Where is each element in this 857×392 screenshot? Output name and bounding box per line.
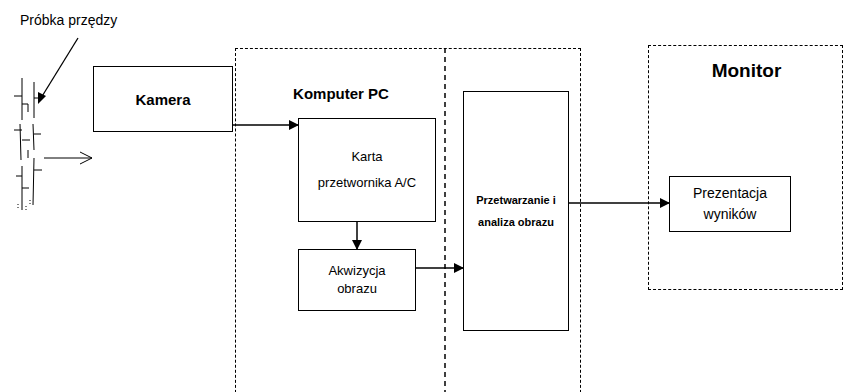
optical-arrow-head xyxy=(80,152,92,164)
node-label: Komputer PC xyxy=(236,85,446,102)
flow-arrow xyxy=(233,124,298,126)
monitor-region: MonitorPrezentacja wyników xyxy=(648,45,843,290)
leader-line xyxy=(41,38,78,98)
node-label: Prezentacja wyników xyxy=(680,183,780,225)
processing-box: Przetwarzanie i analiza obrazu xyxy=(463,91,569,331)
adc-card-box: Karta przetwornika A/C xyxy=(298,118,436,222)
results-box: Prezentacja wyników xyxy=(669,176,791,232)
flow-arrow xyxy=(569,202,669,204)
acquisition-box: Akwizycja obrazu xyxy=(298,249,416,311)
sample-label: Próbka przędzy xyxy=(20,12,117,28)
flow-arrow xyxy=(356,222,358,249)
yarn-sample xyxy=(14,78,42,210)
camera-box: Kamera xyxy=(93,66,233,132)
node-label: Kamera xyxy=(135,91,190,108)
node-label: Przetwarzanie i analiza obrazu xyxy=(476,189,556,233)
leader-head xyxy=(38,92,46,104)
node-label: Karta przetwornika A/C xyxy=(317,144,417,196)
node-label: Akwizycja obrazu xyxy=(312,262,402,298)
computer-region: Komputer PC Karta przetwornika A/C Akwizyc… xyxy=(235,48,581,392)
flow-arrow xyxy=(416,267,463,269)
node-label: Monitor xyxy=(649,60,844,82)
region-divider xyxy=(444,48,446,392)
optical-arrow xyxy=(44,158,92,159)
